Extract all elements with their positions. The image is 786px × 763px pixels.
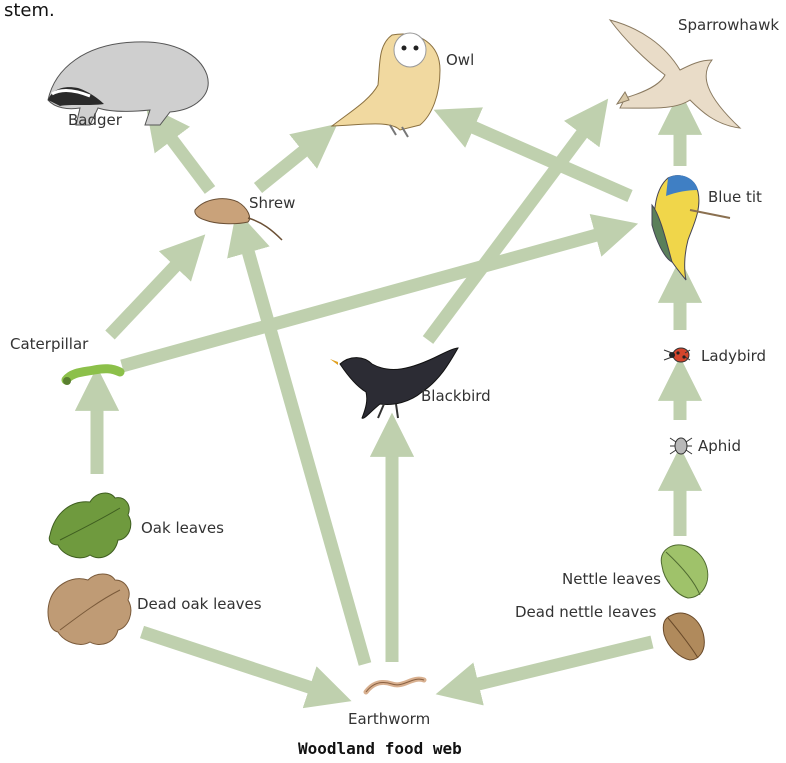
dead-oak-leaf-icon (48, 574, 131, 645)
arrow-caterpillar-to-shrew (110, 260, 181, 335)
nettle-leaf-icon (661, 545, 708, 598)
label-dead-nettle-leaves: Dead nettle leaves (515, 603, 657, 621)
dead-nettle-leaf-icon (663, 613, 704, 660)
label-oak-leaves: Oak leaves (141, 519, 224, 537)
label-blue-tit: Blue tit (708, 188, 762, 206)
label-owl: Owl (446, 51, 474, 69)
arrow-deadnettle-to-earthworm (470, 642, 652, 686)
aphid-icon (670, 438, 692, 454)
owl-icon (332, 33, 440, 137)
blackbird-icon (330, 348, 458, 418)
label-ladybird: Ladybird (701, 347, 766, 365)
arrow-caterpillar-to-bluetit (122, 233, 604, 366)
label-earthworm: Earthworm (348, 710, 430, 728)
arrow-blackbird-to-sparrowhawk (428, 127, 587, 340)
ladybird-icon (664, 348, 690, 362)
label-nettle-leaves: Nettle leaves (562, 570, 661, 588)
arrow-deadoak-to-earthworm (142, 632, 318, 690)
earthworm-icon (366, 679, 424, 692)
sparrowhawk-icon (610, 20, 740, 128)
arrow-shrew-to-owl (258, 146, 310, 188)
label-shrew: Shrew (249, 194, 295, 212)
label-sparrowhawk: Sparrowhawk (678, 16, 779, 34)
label-caterpillar: Caterpillar (10, 335, 89, 353)
figure-caption: Woodland food web (298, 739, 462, 758)
top-text-fragment: stem. (4, 0, 55, 21)
label-aphid: Aphid (698, 437, 741, 455)
oak-leaf-icon (49, 493, 131, 558)
label-badger: Badger (68, 111, 123, 129)
arrow-shrew-to-badger (167, 133, 210, 190)
caterpillar-icon (63, 369, 120, 385)
label-blackbird: Blackbird (421, 387, 491, 405)
label-dead-oak-leaves: Dead oak leaves (137, 595, 262, 613)
